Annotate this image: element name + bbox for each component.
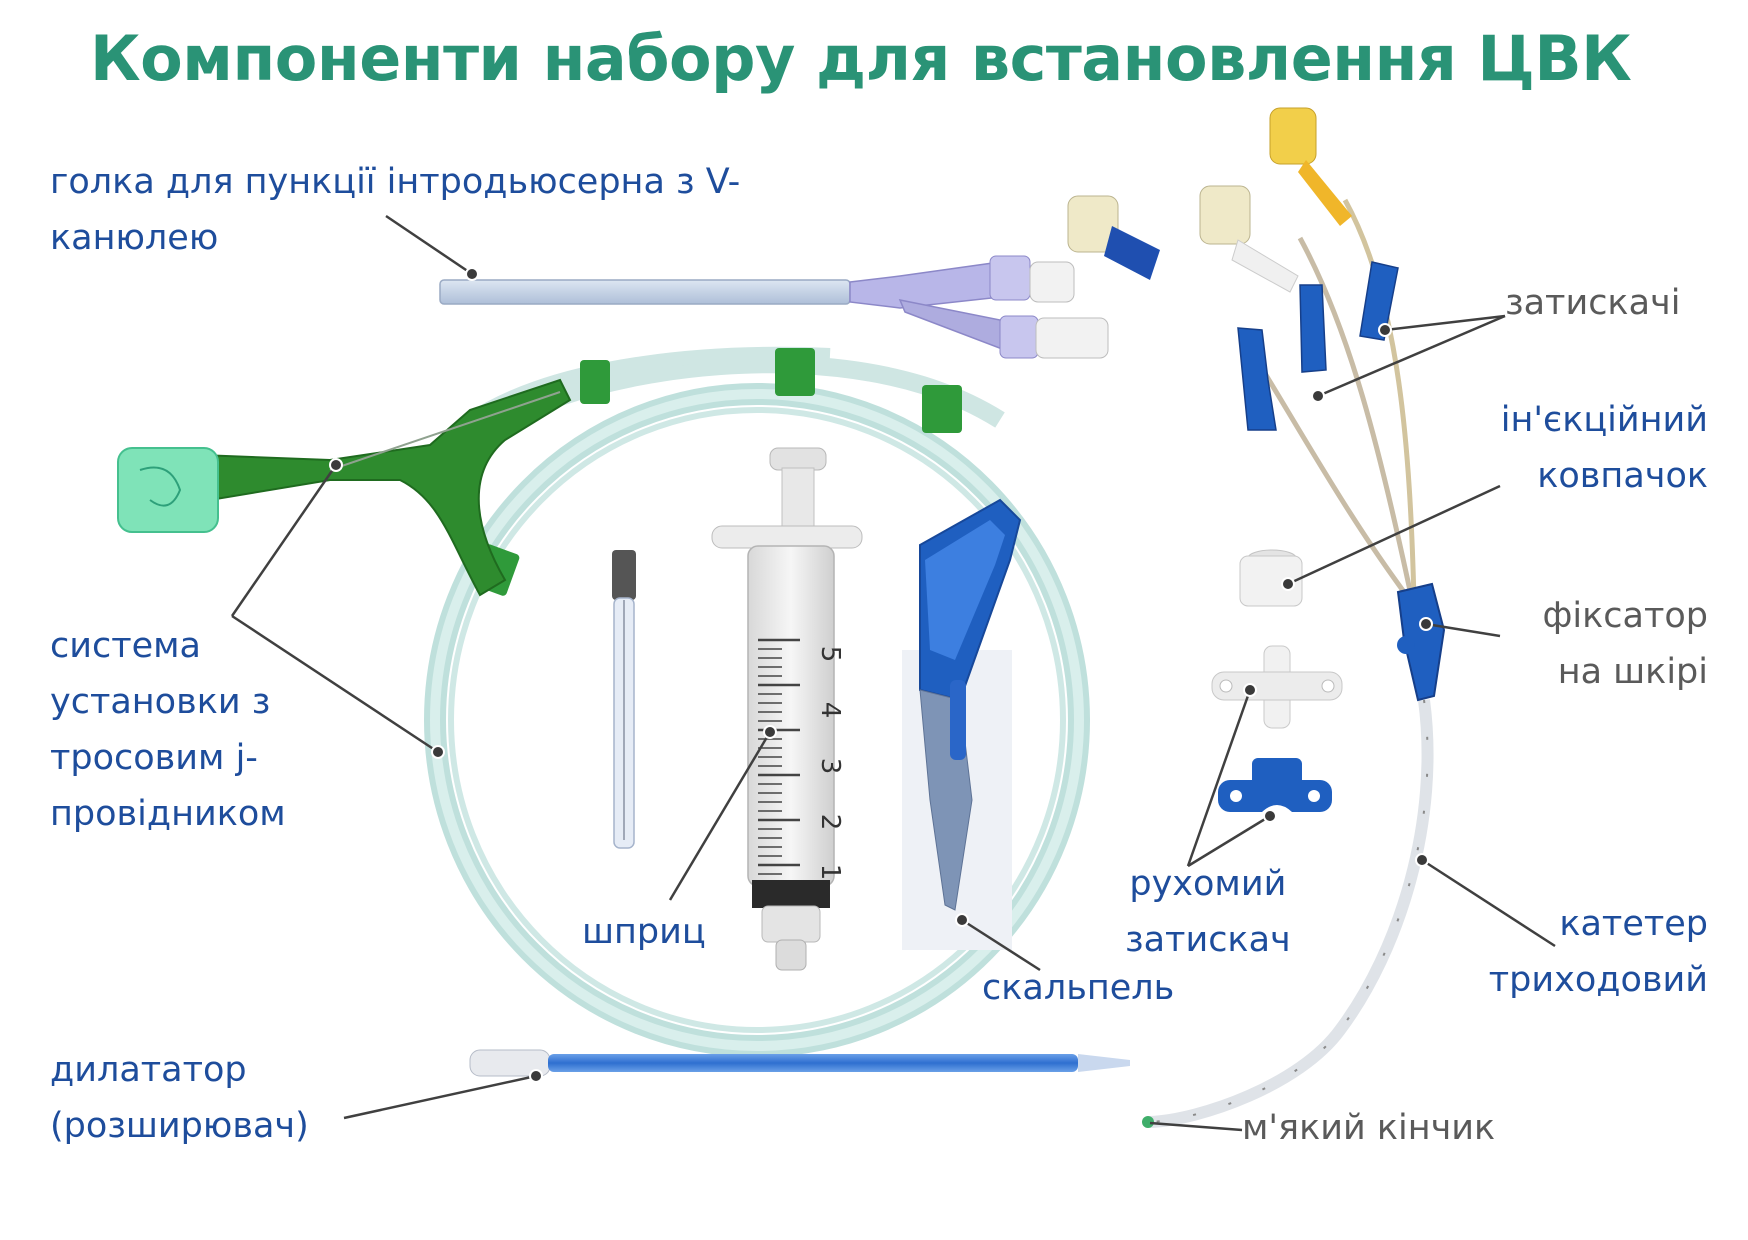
label-guidewire-system: система установки з тросовим j- провідни… <box>50 618 286 842</box>
label-soft-tip: м'який кінчик <box>1242 1108 1496 1148</box>
label-line: тросовим j- <box>50 738 258 778</box>
injection-cap-leader <box>1287 484 1501 586</box>
clamps-leader-b-dot <box>1311 389 1325 403</box>
label-clamps: затискачі <box>1505 283 1681 323</box>
label-line: канюлею <box>50 218 219 258</box>
movable-clamp-illustration <box>1211 645 1343 812</box>
movable-clamp-leader-b-dot <box>1263 809 1277 823</box>
label-skin-fixator: фіксатор на шкірі <box>1543 588 1709 700</box>
injection-cap-illustration <box>1239 549 1303 607</box>
label-line: система <box>50 626 202 666</box>
label-movable-clamp: рухомий затискач <box>1125 856 1291 968</box>
syringe-scale: 5 4 3 2 1 <box>815 646 845 881</box>
label-syringe: шприц <box>582 912 706 952</box>
label-line: (розширювач) <box>50 1106 309 1146</box>
catheter-illustration <box>1067 107 1446 1128</box>
label-line: голка для пункції інтродьюсерна з V- <box>50 162 741 202</box>
needle-leader <box>385 214 473 276</box>
scale-label: 3 <box>815 758 845 775</box>
label-injection-cap: ін'єкційний ковпачок <box>1501 392 1708 504</box>
diagram-title: Компоненти набору для встановлення ЦВК <box>90 22 1632 95</box>
label-introducer-needle: голка для пункції інтродьюсерна з V- кан… <box>50 154 740 266</box>
label-dilator: дилататор (розширювач) <box>50 1042 309 1154</box>
catheter-leader <box>1421 858 1556 948</box>
scalpel-leader <box>961 918 1041 972</box>
scale-label: 1 <box>815 864 845 881</box>
guidewire-leader-a-dot <box>329 458 343 472</box>
movable-clamp-leader-a <box>1186 689 1252 867</box>
movable-clamp-leader-b <box>1187 814 1271 868</box>
label-line: катетер <box>1559 904 1708 944</box>
syringe-illustration: 5 4 3 2 1 <box>711 447 863 971</box>
label-line: ін'єкційний <box>1500 400 1708 440</box>
label-line: установки з <box>50 682 271 722</box>
scale-label: 5 <box>815 646 845 663</box>
scalpel-leader-dot <box>955 913 969 927</box>
guidewire-leader-a <box>230 464 338 617</box>
label-line: триходовий <box>1488 960 1708 1000</box>
needle-leader-dot <box>465 267 479 281</box>
clamps-leader-a-dot <box>1378 323 1392 337</box>
movable-clamp-leader-a-dot <box>1243 683 1257 697</box>
introducer-needle <box>439 255 1109 359</box>
clamps-leader-b <box>1317 314 1506 398</box>
skin-fixator-leader-dot <box>1419 617 1433 631</box>
label-line: провідником <box>50 794 286 834</box>
skin-fixator-leader <box>1425 622 1501 638</box>
label-line: на шкірі <box>1557 652 1708 692</box>
soft-tip-leader <box>1149 1121 1243 1132</box>
dilator-leader-dot <box>529 1069 543 1083</box>
label-scalpel: скальпель <box>982 968 1175 1008</box>
injection-cap-leader-dot <box>1281 577 1295 591</box>
label-line: рухомий <box>1129 864 1287 904</box>
syringe-leader-dot <box>763 725 777 739</box>
guidewire-leader-b <box>231 614 439 754</box>
label-line: ковпачок <box>1537 456 1708 496</box>
scalpel-illustration <box>902 498 1022 950</box>
label-line: дилататор <box>50 1050 247 1090</box>
scale-label: 2 <box>815 814 845 831</box>
catheter-leader-dot <box>1415 853 1429 867</box>
guidewire-advancer <box>117 378 572 597</box>
dilator-illustration <box>469 1049 1130 1077</box>
leader-lines <box>230 214 1556 1132</box>
label-line: фіксатор <box>1542 596 1709 636</box>
clamps-leader-a <box>1384 314 1506 332</box>
label-catheter: катетер триходовий <box>1489 896 1708 1008</box>
dilator-leader <box>343 1074 537 1120</box>
scale-label: 4 <box>815 702 845 719</box>
label-line: затискач <box>1125 920 1291 960</box>
guidewire-leader-b-dot <box>431 745 445 759</box>
syringe-leader <box>668 731 772 901</box>
small-needle <box>612 550 636 849</box>
